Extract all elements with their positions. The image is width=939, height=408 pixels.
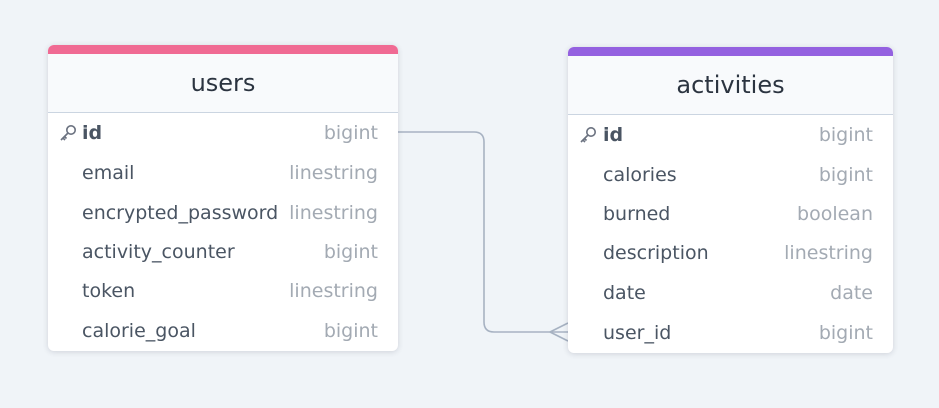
field-type: bigint xyxy=(323,240,378,263)
field-row-id[interactable]: id bigint xyxy=(48,113,398,153)
field-row-description[interactable]: description linestring xyxy=(568,233,893,273)
table-activities[interactable]: activities id bigint calories bigint bur… xyxy=(568,47,893,353)
field-name: token xyxy=(82,280,136,302)
field-type: bigint xyxy=(323,320,378,342)
field-type: bigint xyxy=(818,124,873,146)
field-name: calories xyxy=(603,163,677,186)
field-row-date[interactable]: date date xyxy=(568,273,893,312)
field-row-activity-counter[interactable]: activity_counter bigint xyxy=(48,232,398,271)
field-name: activity_counter xyxy=(82,240,235,263)
field-row-calorie-goal[interactable]: calorie_goal bigint xyxy=(48,311,398,351)
field-type: bigint xyxy=(818,322,873,344)
field-row-token[interactable]: token linestring xyxy=(48,271,398,311)
field-row-encrypted-password[interactable]: encrypted_password linestring xyxy=(48,193,398,232)
field-type: bigint xyxy=(818,163,873,186)
field-type: bigint xyxy=(323,122,378,144)
table-title-text: activities xyxy=(676,71,785,99)
table-title: users xyxy=(48,54,398,113)
field-name: id xyxy=(82,122,103,144)
field-name: encrypted_password xyxy=(82,201,279,224)
field-name: burned xyxy=(603,202,671,225)
field-name: id xyxy=(603,124,624,146)
field-name: calorie_goal xyxy=(82,320,196,342)
field-row-user-id[interactable]: user_id bigint xyxy=(568,312,893,353)
table-title-text: users xyxy=(190,69,256,97)
field-name: description xyxy=(603,242,709,264)
key-icon xyxy=(578,125,598,145)
table-users[interactable]: users id bigint email linestring encrypt… xyxy=(48,45,398,351)
field-type: linestring xyxy=(289,201,378,224)
field-type: linestring xyxy=(289,162,378,184)
relationship-line-users-id-to-activities-user-id xyxy=(398,131,568,333)
field-type: linestring xyxy=(784,242,873,264)
field-row-email[interactable]: email linestring xyxy=(48,153,398,193)
field-name: date xyxy=(603,281,646,304)
table-title: activities xyxy=(568,56,893,115)
field-type: boolean xyxy=(797,202,873,225)
table-header-accent xyxy=(48,45,398,54)
field-row-burned[interactable]: burned boolean xyxy=(568,194,893,233)
field-row-id[interactable]: id bigint xyxy=(568,115,893,155)
field-type: linestring xyxy=(289,280,378,302)
crows-foot-many-marker xyxy=(549,322,569,342)
table-header-accent xyxy=(568,47,893,56)
field-name: user_id xyxy=(603,322,672,344)
key-icon xyxy=(58,123,78,143)
field-type: date xyxy=(830,281,873,304)
field-row-calories[interactable]: calories bigint xyxy=(568,155,893,194)
field-name: email xyxy=(82,162,135,184)
